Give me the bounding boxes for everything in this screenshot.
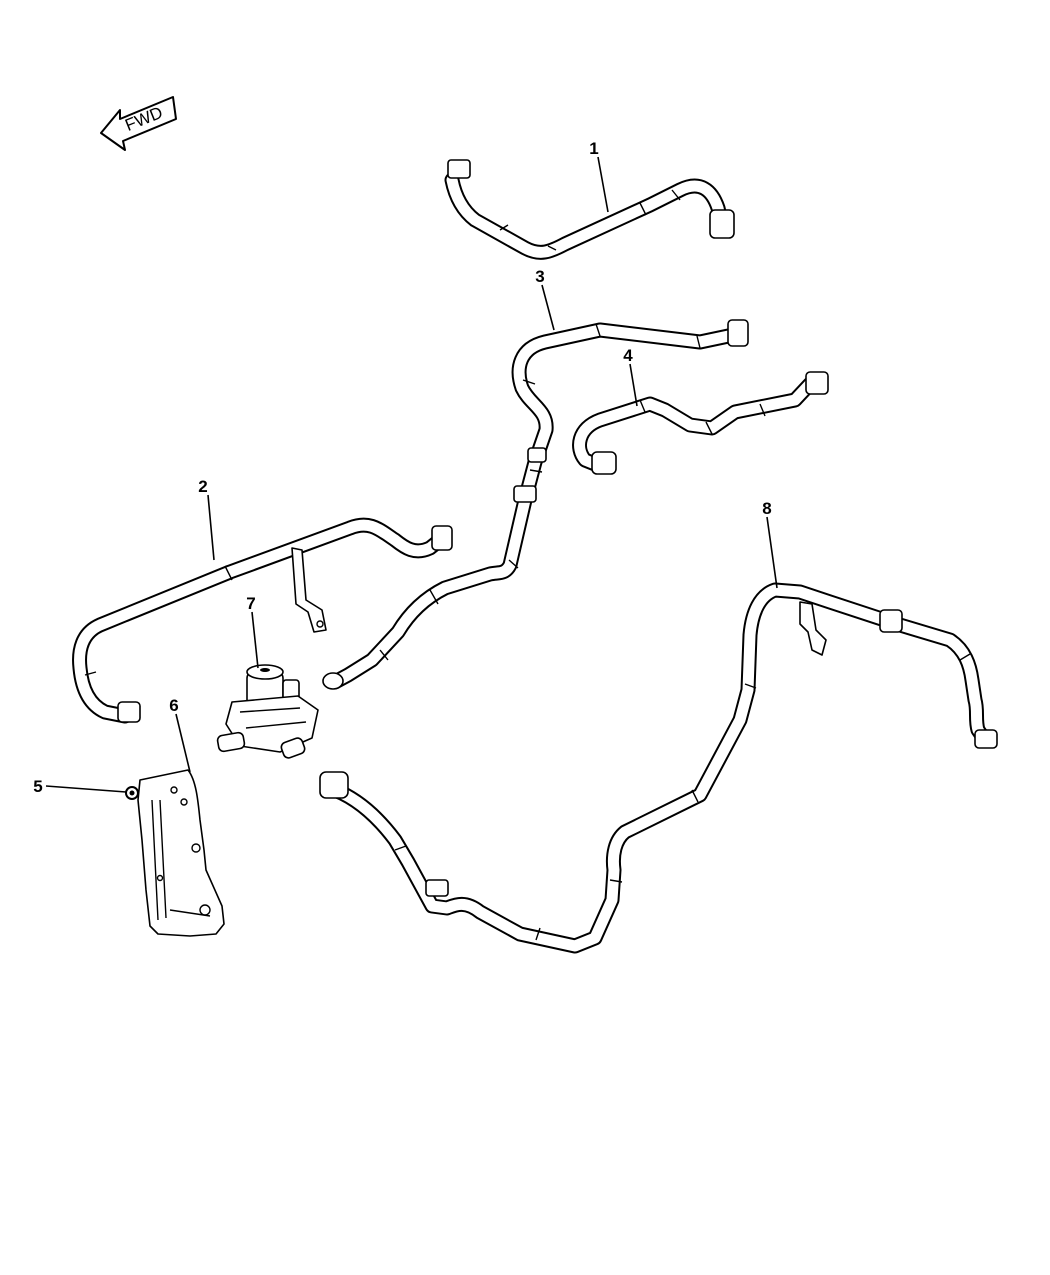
hose-2[interactable]	[72, 517, 453, 724]
hose-1[interactable]	[444, 159, 735, 260]
auxiliary-pump-7[interactable]	[216, 664, 319, 759]
hose-3[interactable]	[322, 319, 749, 690]
callout-6: 6	[169, 696, 178, 715]
hose-4[interactable]	[572, 371, 829, 475]
callout-labels: 1 2 3 4 5 6 7 8	[33, 139, 771, 796]
hose-2-clamp	[431, 525, 453, 551]
hose-8-clamp-end	[974, 729, 998, 749]
hose-8-bracket	[799, 601, 827, 656]
bracket-6[interactable]	[137, 769, 225, 937]
hose-3-clamp-lower	[513, 485, 537, 503]
callout-4: 4	[623, 346, 633, 365]
hose-1-end-fitting	[709, 209, 735, 239]
nut-5[interactable]	[125, 786, 139, 800]
hose-4-clamp	[805, 371, 829, 395]
hose-3-clamp-upper	[727, 319, 749, 347]
hose-4-end-fitting	[591, 451, 617, 475]
hose-2-end-fitting	[117, 701, 141, 723]
callout-1: 1	[589, 139, 598, 158]
leader-lines	[45, 156, 778, 793]
hose-3-clamp-mid	[527, 447, 547, 463]
callout-8: 8	[762, 499, 771, 518]
hose-8-clamp-right	[879, 609, 903, 633]
hose-8-clamp-lower	[425, 879, 449, 897]
hose-1-clamp	[447, 159, 471, 179]
callout-5: 5	[33, 777, 42, 796]
hose-2-bracket	[291, 547, 327, 633]
callout-7: 7	[246, 594, 255, 613]
hose-8-end-fitting	[319, 771, 349, 799]
callout-3: 3	[535, 267, 544, 286]
forward-direction-arrow-icon: FWD	[100, 96, 177, 151]
callout-2: 2	[198, 477, 207, 496]
hose-8[interactable]	[319, 582, 998, 954]
hose-3-end-fitting	[322, 672, 344, 690]
